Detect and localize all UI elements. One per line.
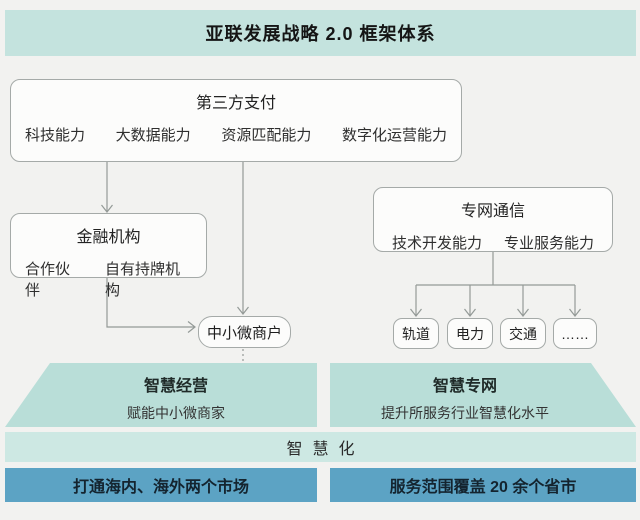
- industry-label: 交通: [509, 325, 537, 342]
- capability-label: 合作伙伴: [25, 260, 71, 299]
- capability-label: 大数据能力: [115, 126, 191, 144]
- bottom-bar-domestic-overseas-markets: 打通海内、海外两个市场: [5, 468, 317, 502]
- smartization-band: 智慧化: [5, 432, 636, 462]
- industry-box-transport: 交通: [500, 318, 546, 349]
- trapezoid-subtitle: 提升所服务行业智慧化水平: [381, 406, 549, 422]
- box-title: 中小微商户: [206, 324, 282, 342]
- box-sme-merchants: 中小微商户: [198, 316, 291, 348]
- box-financial-institution: 金融机构 合作伙伴 自有持牌机构: [10, 213, 207, 299]
- trapezoid-smart-operation: 智慧经营 赋能中小微商家: [5, 363, 317, 427]
- capability-row: 科技能力 大数据能力 资源匹配能力 数字化运营能力: [11, 124, 461, 145]
- diagram-title: 亚联发展战略 2.0 框架体系: [205, 24, 436, 44]
- bottom-bar-service-coverage: 服务范围覆盖 20 余个省市: [330, 468, 636, 502]
- industry-box-electric-power: 电力: [447, 318, 493, 349]
- capability-label: 科技能力: [25, 126, 86, 144]
- capability-row: 合作伙伴 自有持牌机构: [11, 258, 206, 300]
- industry-label: 电力: [456, 325, 484, 342]
- trapezoid-title: 智慧专网: [432, 378, 497, 395]
- capability-row: 技术开发能力 专业服务能力: [374, 232, 612, 253]
- capability-label: 专业服务能力: [504, 234, 595, 252]
- trapezoid-title: 智慧经营: [143, 378, 208, 395]
- industry-box-rail: 轨道: [393, 318, 439, 349]
- box-title: 金融机构: [76, 229, 141, 246]
- trapezoid-subtitle: 赋能中小微商家: [127, 406, 225, 422]
- box-title: 第三方支付: [195, 95, 276, 112]
- diagram-title-bar: 亚联发展战略 2.0 框架体系: [5, 10, 636, 56]
- capability-label: 资源匹配能力: [221, 126, 312, 144]
- capability-label: 技术开发能力: [391, 234, 482, 252]
- box-title: 专网通信: [460, 203, 525, 220]
- bar-label: 打通海内、海外两个市场: [72, 479, 249, 496]
- industry-label: 轨道: [402, 325, 430, 342]
- trapezoid-smart-private-network: 智慧专网 提升所服务行业智慧化水平: [330, 363, 636, 427]
- capability-label: 数字化运营能力: [341, 126, 447, 144]
- band-label: 智慧化: [286, 441, 365, 458]
- industry-label: ……: [561, 325, 589, 342]
- box-third-party-payment: 第三方支付 科技能力 大数据能力 资源匹配能力 数字化运营能力: [10, 79, 462, 162]
- bar-label: 服务范围覆盖 20 余个省市: [389, 479, 577, 496]
- box-private-network-communication: 专网通信 技术开发能力 专业服务能力: [373, 187, 613, 252]
- industry-box-others: ……: [553, 318, 597, 349]
- capability-label: 自有持牌机构: [105, 260, 181, 299]
